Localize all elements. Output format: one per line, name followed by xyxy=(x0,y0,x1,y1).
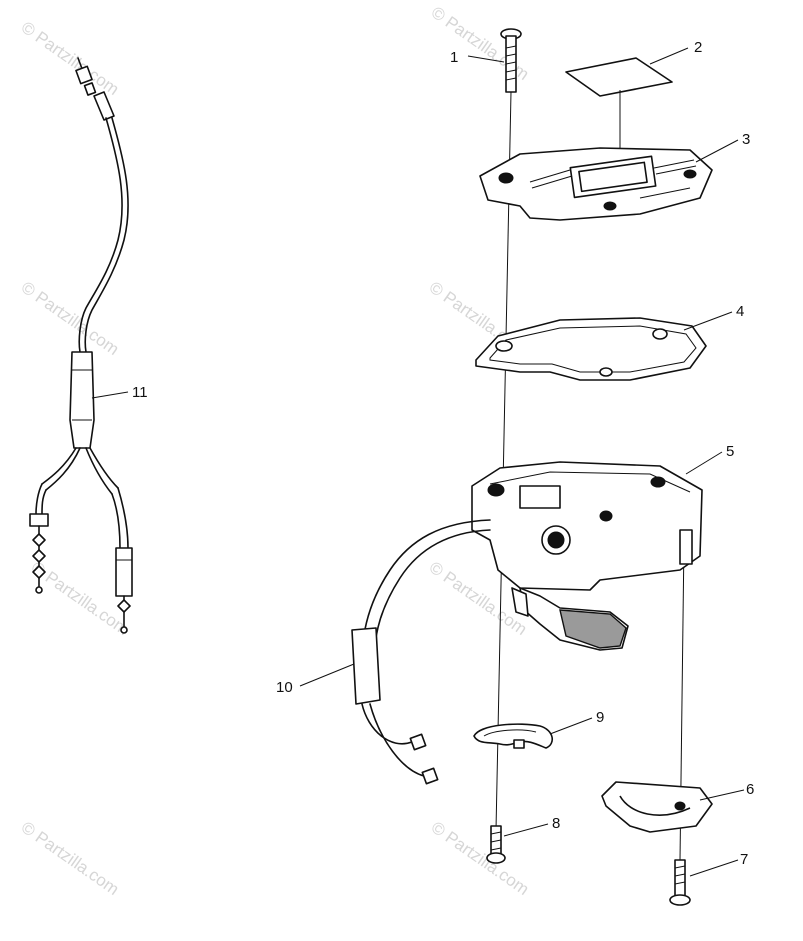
throttle-cable xyxy=(29,57,133,634)
clip xyxy=(473,723,553,749)
gasket xyxy=(475,317,707,381)
screw-8 xyxy=(486,825,506,864)
callout-8: 8 xyxy=(552,815,560,832)
wiring-harness xyxy=(351,519,491,785)
watermark: © Partzilla.com xyxy=(18,18,123,99)
callout-5: 5 xyxy=(726,443,734,460)
leader-lines xyxy=(91,47,745,877)
callout-3: 3 xyxy=(742,131,750,148)
screw-7 xyxy=(669,859,691,906)
callout-2: 2 xyxy=(694,39,702,56)
watermark: © Partzilla.com xyxy=(428,818,533,899)
callout-11: 11 xyxy=(132,384,148,401)
callout-6: 6 xyxy=(746,781,754,798)
switch-housing xyxy=(471,461,703,651)
callout-1: 1 xyxy=(450,49,458,66)
callout-10: 10 xyxy=(276,679,293,696)
watermark: © Partzilla.com xyxy=(18,818,123,899)
decal xyxy=(565,57,673,97)
callouts: 1 2 3 4 5 6 7 8 9 10 11 xyxy=(132,39,754,868)
callout-9: 9 xyxy=(596,709,604,726)
cover xyxy=(479,147,713,221)
watermarks: © Partzilla.com © Partzilla.com © Partzi… xyxy=(18,3,533,899)
watermark: © Partzilla.com xyxy=(18,278,123,359)
callout-4: 4 xyxy=(736,303,744,320)
clamp xyxy=(601,781,713,833)
callout-7: 7 xyxy=(740,851,748,868)
